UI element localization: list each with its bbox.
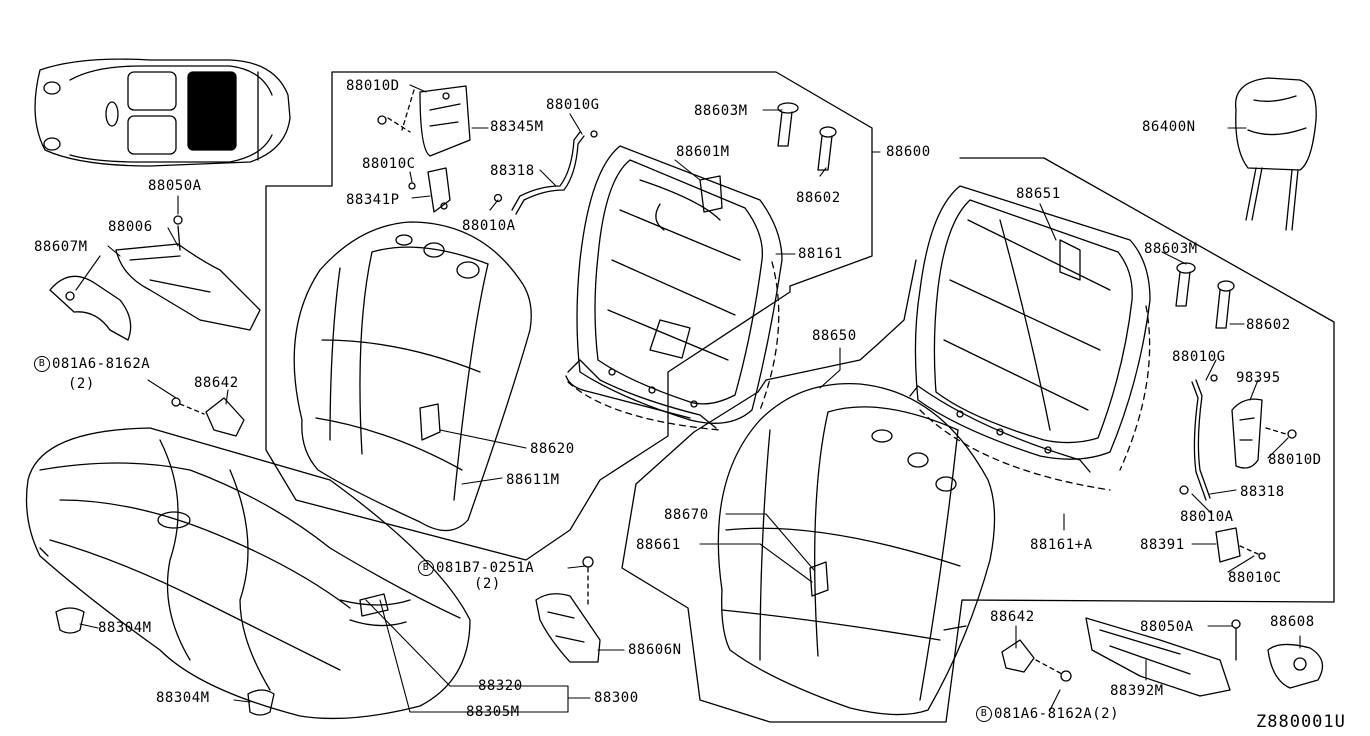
label-88320: 88320 xyxy=(478,678,523,694)
hinge-88607M xyxy=(50,276,131,340)
leader-lines xyxy=(76,85,1300,712)
label-88010G-right: 88010G xyxy=(1172,349,1226,365)
label-88642-left: 88642 xyxy=(194,375,239,391)
label-88010A-right: 88010A xyxy=(1180,509,1234,525)
clip-88304M-bottom xyxy=(248,690,274,715)
right-seatback-group-outline xyxy=(622,158,1334,722)
clip-88304M-top xyxy=(56,608,84,633)
label-081A6-left-qty: (2) xyxy=(68,376,95,392)
rod-88318-right xyxy=(1180,375,1217,500)
label-88318-top: 88318 xyxy=(490,163,535,179)
label-88010D-right: 88010D xyxy=(1268,452,1322,468)
label-98395: 98395 xyxy=(1236,370,1281,386)
bracket-88642-right xyxy=(1002,640,1071,681)
bracket-88391 xyxy=(1216,528,1265,562)
bracket-88642-left xyxy=(172,398,244,436)
label-88642-right: 88642 xyxy=(990,609,1035,625)
label-88611M: 88611M xyxy=(506,472,560,488)
diagram-code: Z880001U xyxy=(1256,712,1346,732)
label-88010A-top: 88010A xyxy=(462,218,516,234)
headrest-86400N xyxy=(1236,78,1317,230)
bracket-88341P xyxy=(409,168,450,212)
rod-88318-top xyxy=(495,131,598,214)
label-88670: 88670 xyxy=(664,507,709,523)
bracket-98395 xyxy=(1232,399,1296,468)
label-88601M: 88601M xyxy=(676,144,730,160)
label-88391: 88391 xyxy=(1140,537,1185,553)
label-88341P: 88341P xyxy=(346,192,400,208)
label-88161: 88161 xyxy=(798,246,843,262)
label-88603M-right: 88603M xyxy=(1144,241,1198,257)
label-081B7-qty: (2) xyxy=(474,576,501,592)
bracket-88345M xyxy=(378,86,470,156)
pin-88602-right xyxy=(1216,281,1234,328)
right-seatback-cushion xyxy=(718,384,994,715)
left-seatback-group-outline xyxy=(266,72,872,560)
label-88305M: 88305M xyxy=(466,704,520,720)
bracket-88006 xyxy=(116,216,260,330)
label-88345M: 88345M xyxy=(490,119,544,135)
label-88606N: 88606N xyxy=(628,642,682,658)
left-seatback-cushion xyxy=(294,222,531,531)
hinge-88608 xyxy=(1268,644,1323,688)
car-locator-icon xyxy=(35,59,290,166)
label-88161A: 88161+A xyxy=(1030,537,1093,553)
label-88650: 88650 xyxy=(812,328,857,344)
label-88010D-top: 88010D xyxy=(346,78,400,94)
label-88010G-top: 88010G xyxy=(546,97,600,113)
seat-cushion-88300 xyxy=(27,428,471,718)
bolt-symbol: B xyxy=(976,706,992,722)
label-88300: 88300 xyxy=(594,690,639,706)
right-frame-dashes xyxy=(920,306,1150,490)
label-88010C-right: 88010C xyxy=(1228,570,1282,586)
label-88651: 88651 xyxy=(1016,186,1061,202)
left-seatback-frame xyxy=(566,146,782,428)
label-88600: 88600 xyxy=(886,144,931,160)
label-88304M-bottom: 88304M xyxy=(156,690,210,706)
label-88010C-top: 88010C xyxy=(362,156,416,172)
label-88006: 88006 xyxy=(108,219,153,235)
label-88050A-right: 88050A xyxy=(1140,619,1194,635)
pin-88602-top xyxy=(818,127,836,170)
label-88318-right: 88318 xyxy=(1240,484,1285,500)
pin-88603M-top xyxy=(778,103,798,146)
left-frame-dashes xyxy=(568,262,779,430)
label-88608: 88608 xyxy=(1270,614,1315,630)
label-88620: 88620 xyxy=(530,441,575,457)
label-88304M-top: 88304M xyxy=(98,620,152,636)
label-88661: 88661 xyxy=(636,537,681,553)
pin-88603M-right xyxy=(1176,263,1195,306)
label-86400N: 86400N xyxy=(1142,119,1196,135)
bolt-symbol: B xyxy=(418,560,434,576)
right-seatback-frame xyxy=(910,186,1150,472)
label-88392M: 88392M xyxy=(1110,683,1164,699)
label-88602-top: 88602 xyxy=(796,190,841,206)
label-88607M: 88607M xyxy=(34,239,88,255)
bolt-symbol: B xyxy=(34,356,50,372)
label-88603M-top: 88603M xyxy=(694,103,748,119)
label-88602-right: 88602 xyxy=(1246,317,1291,333)
bracket-88606N xyxy=(536,557,600,662)
label-88050A-left: 88050A xyxy=(148,178,202,194)
bracket-88392M xyxy=(1086,618,1240,696)
